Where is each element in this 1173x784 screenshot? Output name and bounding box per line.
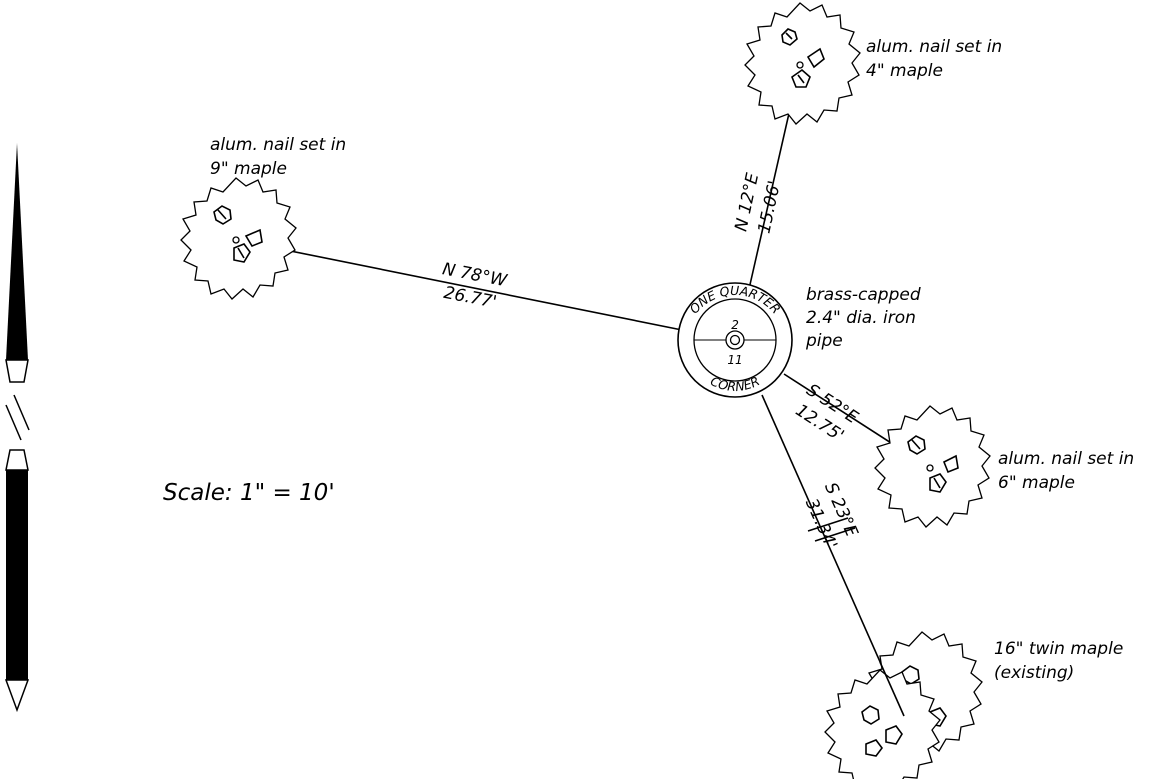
note-sse-line1: 16" twin maple bbox=[994, 639, 1123, 659]
north-arrow-icon bbox=[4, 143, 30, 713]
note-se-line1: alum. nail set in bbox=[998, 449, 1134, 469]
monument-note-line1: brass-capped bbox=[806, 285, 921, 305]
note-ne-line1: alum. nail set in bbox=[866, 37, 1002, 57]
monument-note-line2: 2.4" dia. iron bbox=[806, 308, 916, 328]
section-number-bottom: 11 bbox=[727, 353, 742, 367]
tree-icon bbox=[744, 2, 861, 125]
tie-line-w bbox=[235, 239, 683, 331]
note-sse-line2: (existing) bbox=[994, 663, 1074, 683]
monument-note-line3: pipe bbox=[805, 331, 843, 351]
tree-icon bbox=[180, 177, 297, 300]
ring-text-bottom: CORNER bbox=[708, 373, 762, 394]
break-mark-1 bbox=[807, 517, 849, 532]
bearing-labels: N 12°E 15.06' N 78°W 26.77' S 52°E 12.75… bbox=[441, 171, 862, 552]
scale-label: Scale: 1" = 10' bbox=[163, 480, 335, 506]
note-se-line2: 6" maple bbox=[998, 473, 1075, 493]
witness-notes: alum. nail set in 4" maple alum. nail se… bbox=[210, 37, 1134, 683]
tree-icon bbox=[874, 405, 991, 528]
break-mark-2 bbox=[814, 527, 856, 542]
monument-icon: ONE QUARTER CORNER 2 11 bbox=[677, 282, 793, 398]
note-w-line1: alum. nail set in bbox=[210, 135, 346, 155]
section-number-top: 2 bbox=[731, 318, 739, 332]
note-ne-line2: 4" maple bbox=[866, 61, 943, 81]
note-w-line2: 9" maple bbox=[210, 159, 287, 179]
tie-line-sse-end bbox=[879, 661, 905, 717]
tree-icon bbox=[824, 669, 941, 784]
